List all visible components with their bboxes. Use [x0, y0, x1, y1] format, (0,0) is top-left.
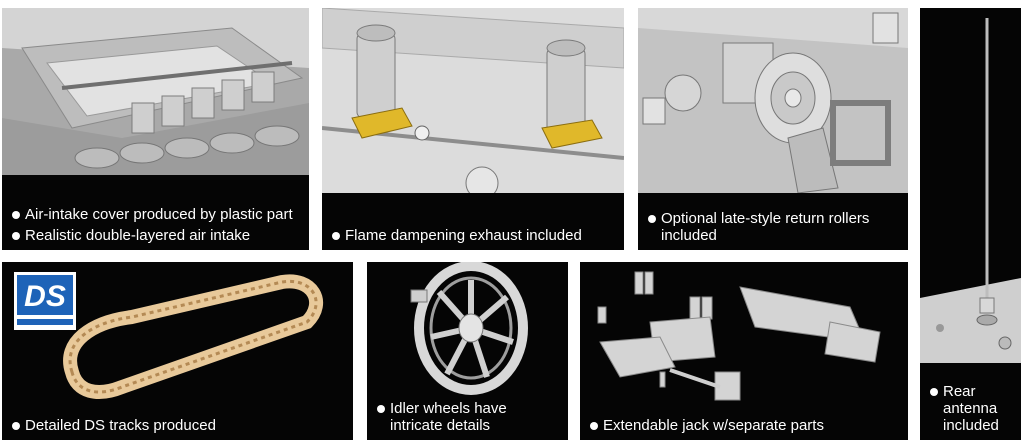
bullet-dot-icon	[648, 215, 656, 223]
bullet-dot-icon	[930, 388, 938, 396]
caption-text: Optional late-style return rollers inclu…	[661, 210, 870, 244]
exhaust-render	[322, 8, 624, 193]
caption-item: Air-intake cover produced by plastic par…	[12, 206, 301, 223]
caption-text: Air-intake cover produced by plastic par…	[25, 206, 293, 223]
exhaust-caption: Flame dampening exhaust included	[322, 221, 624, 250]
bullet-dot-icon	[12, 232, 20, 240]
idler-caption: Idler wheels have intricate details	[367, 394, 568, 440]
idler-render	[367, 262, 568, 402]
jack-render	[580, 262, 908, 407]
caption-item: Extendable jack w/separate parts	[590, 417, 900, 434]
ds-logo-text: DS	[24, 280, 66, 313]
tracks-panel: DS Detailed DS tracks produced	[2, 262, 353, 440]
caption-text: Detailed DS tracks produced	[25, 417, 216, 434]
antenna-render	[920, 8, 1021, 363]
caption-item: Flame dampening exhaust included	[332, 227, 616, 244]
bullet-dot-icon	[12, 211, 20, 219]
rollers-render	[638, 8, 908, 193]
caption-item: Optional late-style return rollers inclu…	[648, 210, 900, 244]
air-intake-caption: Air-intake cover produced by plastic par…	[2, 200, 309, 250]
tracks-caption: Detailed DS tracks produced	[2, 411, 353, 440]
caption-text: Rear antenna included	[943, 383, 999, 434]
caption-item: Rear antenna included	[930, 383, 1013, 434]
caption-text: Flame dampening exhaust included	[345, 227, 582, 244]
caption-text: Extendable jack w/separate parts	[603, 417, 824, 434]
idler-panel: Idler wheels have intricate details	[367, 262, 568, 440]
bullet-dot-icon	[12, 422, 20, 430]
rollers-caption: Optional late-style return rollers inclu…	[638, 204, 908, 250]
antenna-caption: Rear antenna included	[920, 377, 1021, 440]
caption-text: Idler wheels have intricate details	[390, 400, 507, 434]
bullet-dot-icon	[590, 422, 598, 430]
bullet-dot-icon	[332, 232, 340, 240]
antenna-panel: Rear antenna included	[920, 8, 1021, 440]
air-intake-render	[2, 8, 309, 175]
caption-item: Idler wheels have intricate details	[377, 400, 560, 434]
exhaust-panel: Flame dampening exhaust included	[322, 8, 624, 250]
jack-caption: Extendable jack w/separate parts	[580, 411, 908, 440]
ds-logo: DS	[14, 272, 76, 330]
jack-panel: Extendable jack w/separate parts	[580, 262, 908, 440]
air-intake-panel: Air-intake cover produced by plastic par…	[2, 8, 309, 250]
bullet-dot-icon	[377, 405, 385, 413]
caption-item: Realistic double-layered air intake	[12, 227, 301, 244]
rollers-panel: Optional late-style return rollers inclu…	[638, 8, 908, 250]
caption-item: Detailed DS tracks produced	[12, 417, 345, 434]
caption-text: Realistic double-layered air intake	[25, 227, 251, 244]
